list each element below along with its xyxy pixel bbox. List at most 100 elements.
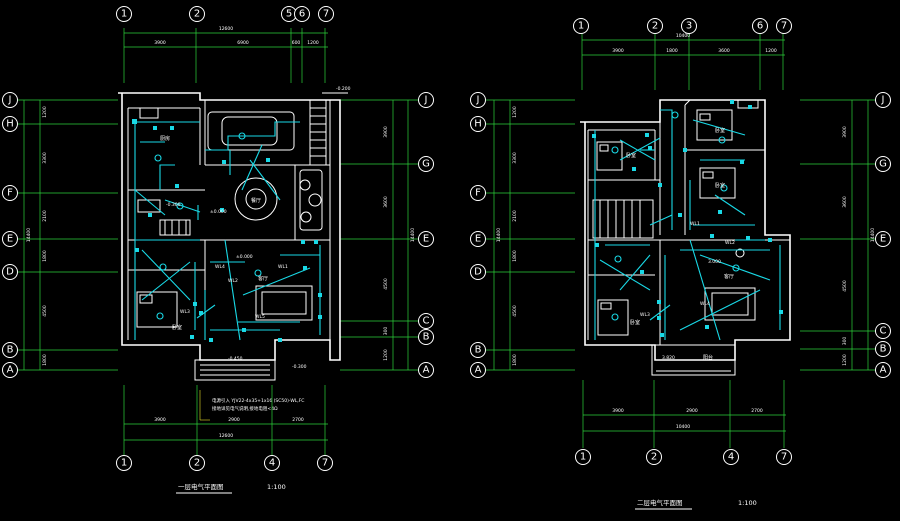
right-dim-1: 3900 xyxy=(383,126,389,138)
top-dim-1: 3900 xyxy=(154,40,166,46)
top-dimension-lines xyxy=(581,34,785,90)
axis-bubble-left-H: H xyxy=(474,119,482,130)
axis-bubble-bottom-1: 1 xyxy=(580,452,586,463)
axis-bubble-left-E: E xyxy=(475,234,481,245)
axis-bubble-left-F: F xyxy=(7,188,13,199)
grounding-note: 接地详见电气说明,接地电阻<4Ω xyxy=(212,405,278,412)
axis-bubble-left-D: D xyxy=(474,267,482,278)
annotation-leaders xyxy=(199,390,210,421)
axis-bubble-top-1: 1 xyxy=(121,9,127,20)
left-dim-2: 3300 xyxy=(512,152,518,164)
right-dim-5: 1200 xyxy=(842,354,848,366)
room-label-bedroom: 卧室 xyxy=(630,319,640,326)
level-marker-1: -0.300 xyxy=(166,202,181,208)
axis-bubble-right-C: C xyxy=(423,316,430,327)
top-dim-2: 1800 xyxy=(666,48,678,54)
right-axis-bubbles: J G E C B A xyxy=(875,92,891,378)
axis-bubble-top-6: 6 xyxy=(299,9,305,20)
bottom-dim-2: 2900 xyxy=(228,417,240,423)
walls xyxy=(580,99,791,376)
bottom-dimension-lines xyxy=(123,385,328,455)
axis-bubble-top-6: 6 xyxy=(757,21,763,32)
axis-bubble-top-3: 3 xyxy=(686,21,692,32)
elevation-tag: -0.200 xyxy=(336,86,351,92)
bottom-dimension-lines xyxy=(582,380,786,448)
axis-bubble-right-A: A xyxy=(880,365,887,376)
plan-scale: 1:100 xyxy=(738,499,757,507)
left-dim-5: 4500 xyxy=(512,305,518,317)
axis-bubble-left-E: E xyxy=(7,234,13,245)
plan-scale: 1:100 xyxy=(267,483,286,491)
bottom-dim-3: 2700 xyxy=(751,408,763,414)
right-dim-2: 3600 xyxy=(383,196,389,208)
left-dim-4: 1800 xyxy=(512,250,518,262)
axis-bubble-top-5: 5 xyxy=(286,9,292,20)
room-label-living: 客厅 xyxy=(724,273,734,280)
top-dim-3: 3600 xyxy=(718,48,730,54)
second-floor-plan: 10400 3900 1800 3600 1200 1 2 3 6 7 1440… xyxy=(470,18,891,510)
circuit-label: WL1 xyxy=(690,221,700,227)
axis-bubble-bottom-1: 1 xyxy=(121,458,127,469)
circuit-label: WL2 xyxy=(725,240,735,246)
left-dim-6: 1800 xyxy=(42,354,48,366)
circuit-label: WL3 xyxy=(180,309,190,315)
room-label-bedroom: 卧室 xyxy=(172,324,182,331)
axis-bubble-right-C: C xyxy=(880,326,887,337)
axis-bubble-left-B: B xyxy=(475,345,482,356)
axis-bubble-right-E: E xyxy=(423,234,429,245)
circuit-label: WL3 xyxy=(640,312,650,318)
top-total-dim: 12600 xyxy=(219,26,233,32)
right-dim-2: 3600 xyxy=(842,196,848,208)
top-dim-1: 3900 xyxy=(612,48,624,54)
right-dim-3: 4500 xyxy=(383,278,389,290)
axis-bubble-left-D: D xyxy=(6,267,14,278)
axis-bubble-right-E: E xyxy=(880,234,886,245)
axis-bubble-bottom-7: 7 xyxy=(781,452,787,463)
room-label-living: 客厅 xyxy=(258,275,268,282)
circuit-label: WL4 xyxy=(700,301,710,307)
axis-bubble-bottom-7: 7 xyxy=(322,458,328,469)
electrical-wiring xyxy=(134,121,321,341)
level-marker-2: ±0.000 xyxy=(236,254,253,260)
right-dim-5: 1200 xyxy=(383,349,389,361)
bottom-axis-bubbles: 1 2 4 7 xyxy=(116,455,333,471)
plan-title: 二层电气平面图 xyxy=(637,498,683,507)
axis-bubble-left-J: J xyxy=(476,95,480,106)
right-axis-bubbles: J G E C B A xyxy=(418,92,434,378)
axis-bubble-bottom-4: 4 xyxy=(728,452,734,463)
axis-bubble-right-G: G xyxy=(879,159,887,170)
level-marker-4: -0.300 xyxy=(292,364,307,370)
top-dim-4: 1200 xyxy=(765,48,777,54)
bottom-dim-2: 2900 xyxy=(686,408,698,414)
left-axis-bubbles: J H F E D B A xyxy=(2,92,18,378)
plan-title: 一层电气平面图 xyxy=(178,482,224,491)
circuit-label: WL5 xyxy=(255,314,265,320)
right-total-dim: 14400 xyxy=(870,228,876,242)
room-label-bedroom: 卧室 xyxy=(626,152,636,159)
axis-bubble-bottom-2: 2 xyxy=(651,452,657,463)
level-marker-2: 3.820 xyxy=(662,355,675,361)
right-dim-1: 3900 xyxy=(842,126,848,138)
axis-bubble-left-J: J xyxy=(8,95,12,106)
left-total-dim: 14400 xyxy=(26,228,32,242)
level-marker-5: ±0.000 xyxy=(210,209,227,215)
left-total-dim: 14400 xyxy=(496,228,502,242)
axis-bubble-right-B: B xyxy=(423,332,430,343)
axis-bubble-top-7: 7 xyxy=(781,21,787,32)
axis-bubble-bottom-2: 2 xyxy=(194,458,200,469)
circuit-label: WL4 xyxy=(215,264,225,270)
top-axis-bubbles: 1 2 5 6 7 xyxy=(116,6,334,22)
axis-bubble-top-2: 2 xyxy=(194,9,200,20)
room-label-bedroom: 卧室 xyxy=(715,182,725,189)
bottom-total-dim: 12600 xyxy=(219,433,233,439)
right-dimension-lines xyxy=(800,99,876,371)
left-dim-3: 2100 xyxy=(512,210,518,222)
bottom-dim-3: 2700 xyxy=(292,417,304,423)
electrical-symbols xyxy=(132,119,322,342)
right-dim-4: 300 xyxy=(383,327,389,336)
circuit-label: WL1 xyxy=(278,264,288,270)
circuit-label: WL2 xyxy=(228,278,238,284)
axis-bubble-left-H: H xyxy=(6,119,14,130)
bottom-dim-1: 3900 xyxy=(154,417,166,423)
left-dim-3: 2100 xyxy=(42,210,48,222)
